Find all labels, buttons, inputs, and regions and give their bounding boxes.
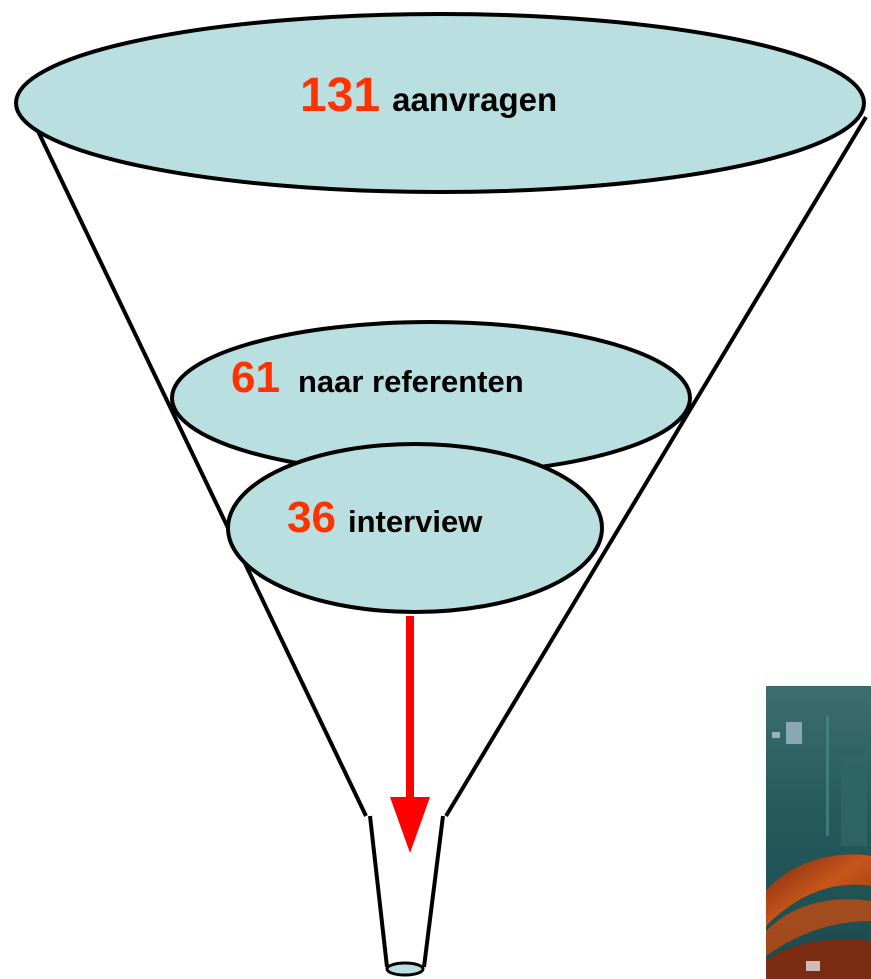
stage-count: 36 — [287, 493, 336, 542]
stage-count: 131 — [300, 69, 381, 122]
photo-thumbnail — [766, 686, 871, 979]
funnel-spout-left — [368, 815, 389, 968]
stage-label-referenten: 61 naar referenten — [231, 353, 524, 403]
flow-arrow-head — [390, 797, 430, 853]
stage-ellipse-aanvragen — [14, 12, 866, 194]
funnel-spout-right — [422, 815, 445, 968]
stage-label-aanvragen: 131 aanvragen — [300, 68, 557, 123]
stage-text: interview — [347, 504, 483, 539]
stage-label-interview: 36 interview — [287, 493, 482, 543]
stage-count: 61 — [231, 353, 280, 402]
funnel-left-side — [22, 101, 368, 817]
stage-text: aanvragen — [392, 81, 558, 118]
funnel-spout-outlet — [385, 961, 425, 977]
stage-ellipse-interview — [226, 442, 604, 614]
stage-text: naar referenten — [297, 364, 524, 399]
funnel-right-side — [444, 115, 868, 818]
